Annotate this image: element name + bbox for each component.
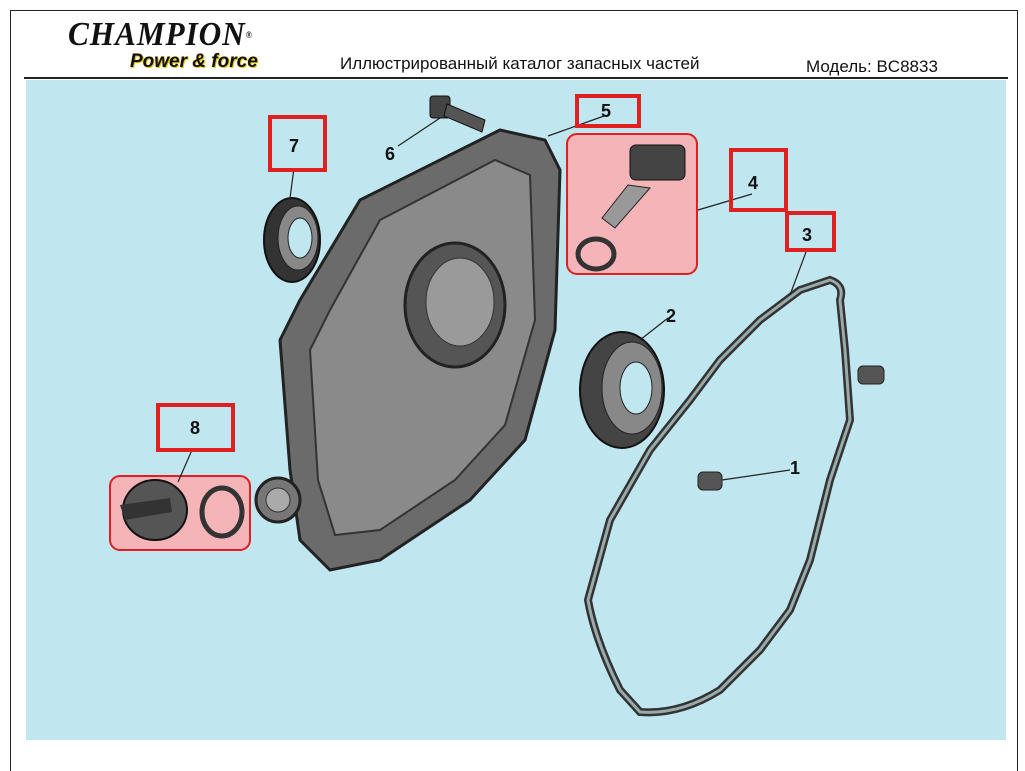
exploded-view: 1 2 3 4 5 6 7 8 — [109, 94, 885, 717]
bolt-part-6 — [443, 103, 486, 133]
callout-7: 7 — [289, 136, 299, 156]
logo-brand: CHAMPION — [68, 16, 246, 53]
callout-8: 8 — [190, 418, 200, 438]
highlight-box-4 — [729, 148, 788, 212]
callout-5: 5 — [601, 101, 611, 121]
parts-diagram: 1 2 3 4 5 6 7 8 — [26, 80, 1006, 740]
strainer-screen — [601, 184, 651, 229]
page-frame — [10, 10, 1018, 771]
callout-2: 2 — [666, 306, 676, 326]
model-label: Модель: BC8833 — [806, 57, 938, 76]
oil-filler-plug-part-4 — [629, 144, 686, 181]
highlight-box-7 — [268, 115, 327, 172]
callout-1: 1 — [790, 458, 800, 478]
dowel-pin — [857, 365, 885, 385]
washer-part-5 — [575, 236, 617, 272]
highlight-box-5 — [575, 94, 641, 128]
header-divider — [24, 77, 1008, 79]
highlight-box-3 — [785, 211, 836, 252]
dowel-pin-part-1 — [697, 471, 723, 491]
drain-washer — [199, 485, 245, 539]
callout-4: 4 — [748, 173, 758, 193]
logo-tagline: Power & force — [130, 51, 258, 72]
champion-logo: CHAMPION® Power & force — [68, 16, 269, 73]
catalog-title: Иллюстрированный каталог запасных частей — [340, 54, 700, 73]
callout-3: 3 — [802, 225, 812, 245]
highlight-box-8 — [156, 403, 235, 452]
callout-6: 6 — [385, 144, 395, 164]
logo-registered: ® — [245, 30, 253, 40]
